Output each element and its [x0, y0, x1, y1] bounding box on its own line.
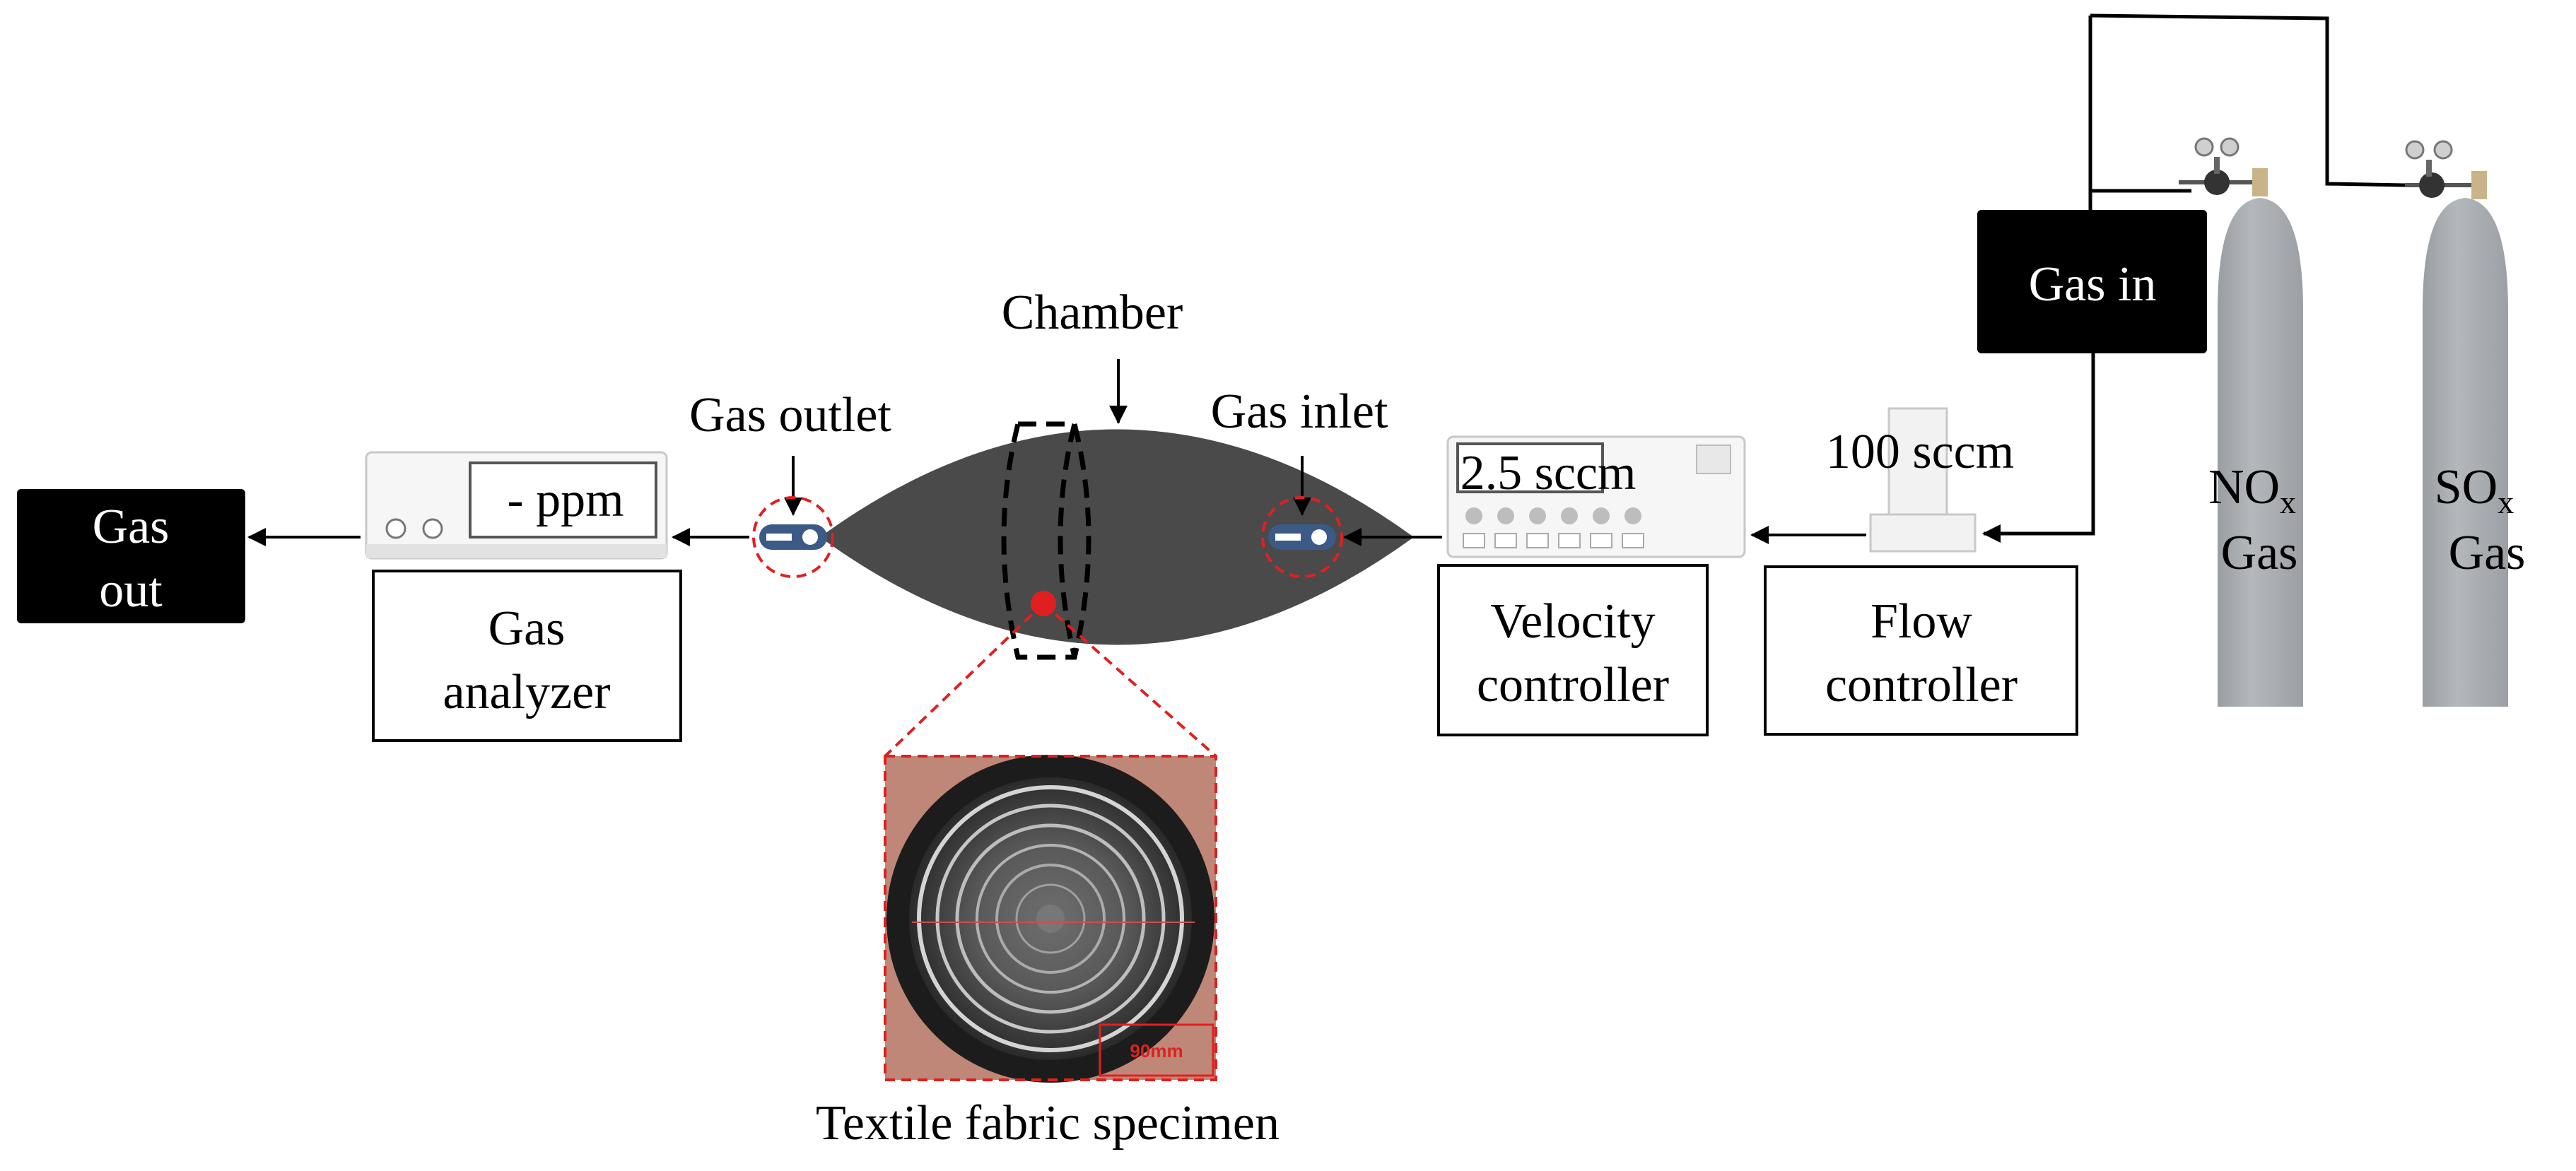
- scale-bar-label: 90mm: [1130, 1040, 1183, 1061]
- velocity-display-value: 2.5 sccm: [1460, 446, 1637, 500]
- analyzer-knob-1: [385, 518, 406, 539]
- sox-gas-label: Gas: [2449, 526, 2526, 580]
- sox-cylinder: [2405, 140, 2508, 707]
- velocity-controller-label-box: Velocity controller: [1437, 564, 1709, 736]
- gas-analyzer-device: - ppm: [365, 451, 668, 560]
- gas-outlet-label: Gas outlet: [689, 388, 891, 442]
- supply-line-top: [2090, 13, 2406, 187]
- gas-analyzer-label-line2: analyzer: [443, 665, 610, 719]
- chamber-label: Chamber: [1002, 286, 1183, 340]
- gas-out-label-line1: Gas: [93, 500, 170, 554]
- specimen-photo: 90mm: [885, 755, 1216, 1083]
- analyzer-knob-2: [422, 518, 443, 539]
- nox-label: NOx: [2208, 460, 2296, 520]
- gas-out-box: Gas out: [17, 489, 245, 623]
- gas-outlet-highlight: [752, 496, 834, 578]
- nox-gas-label: Gas: [2221, 526, 2298, 580]
- zoom-line-left: [884, 602, 1045, 758]
- analyzer-display-value: - ppm: [507, 473, 623, 527]
- gas-inlet-highlight: [1261, 496, 1343, 578]
- gas-out-label-line2: out: [99, 563, 163, 618]
- flow-controller-label-line1: Flow: [1870, 594, 1972, 649]
- gas-outlet-connector: [759, 524, 827, 550]
- gas-inlet-label: Gas inlet: [1211, 384, 1388, 439]
- gas-in-label: Gas in: [2029, 257, 2157, 312]
- flow-value-label: 100 sccm: [1826, 425, 2014, 479]
- gas-analyzer-label-line1: Gas: [488, 601, 566, 656]
- gas-in-box: Gas in: [1977, 210, 2207, 353]
- velocity-controller-label-line2: controller: [1477, 658, 1669, 712]
- arrow-gas-in-to-flow: [1982, 353, 2095, 543]
- specimen-zoom-frame: [884, 755, 1217, 1081]
- specimen-label: Textile fabric specimen: [816, 1096, 1280, 1151]
- flow-controller-device: [1869, 407, 1977, 553]
- chamber-body: [820, 429, 1414, 645]
- gas-analyzer-label-box: Gas analyzer: [372, 570, 682, 742]
- velocity-controller-device: 2.5 sccm: [1446, 435, 1746, 558]
- velocity-controller-label-line1: Velocity: [1490, 594, 1655, 649]
- flow-controller-label-box: Flow controller: [1764, 565, 2078, 736]
- zoom-line-right: [1042, 602, 1217, 758]
- flow-controller-label-line2: controller: [1825, 658, 2018, 712]
- nox-cylinder: [2179, 137, 2303, 707]
- sox-label: SOx: [2435, 460, 2514, 520]
- gas-inlet-connector: [1268, 524, 1336, 550]
